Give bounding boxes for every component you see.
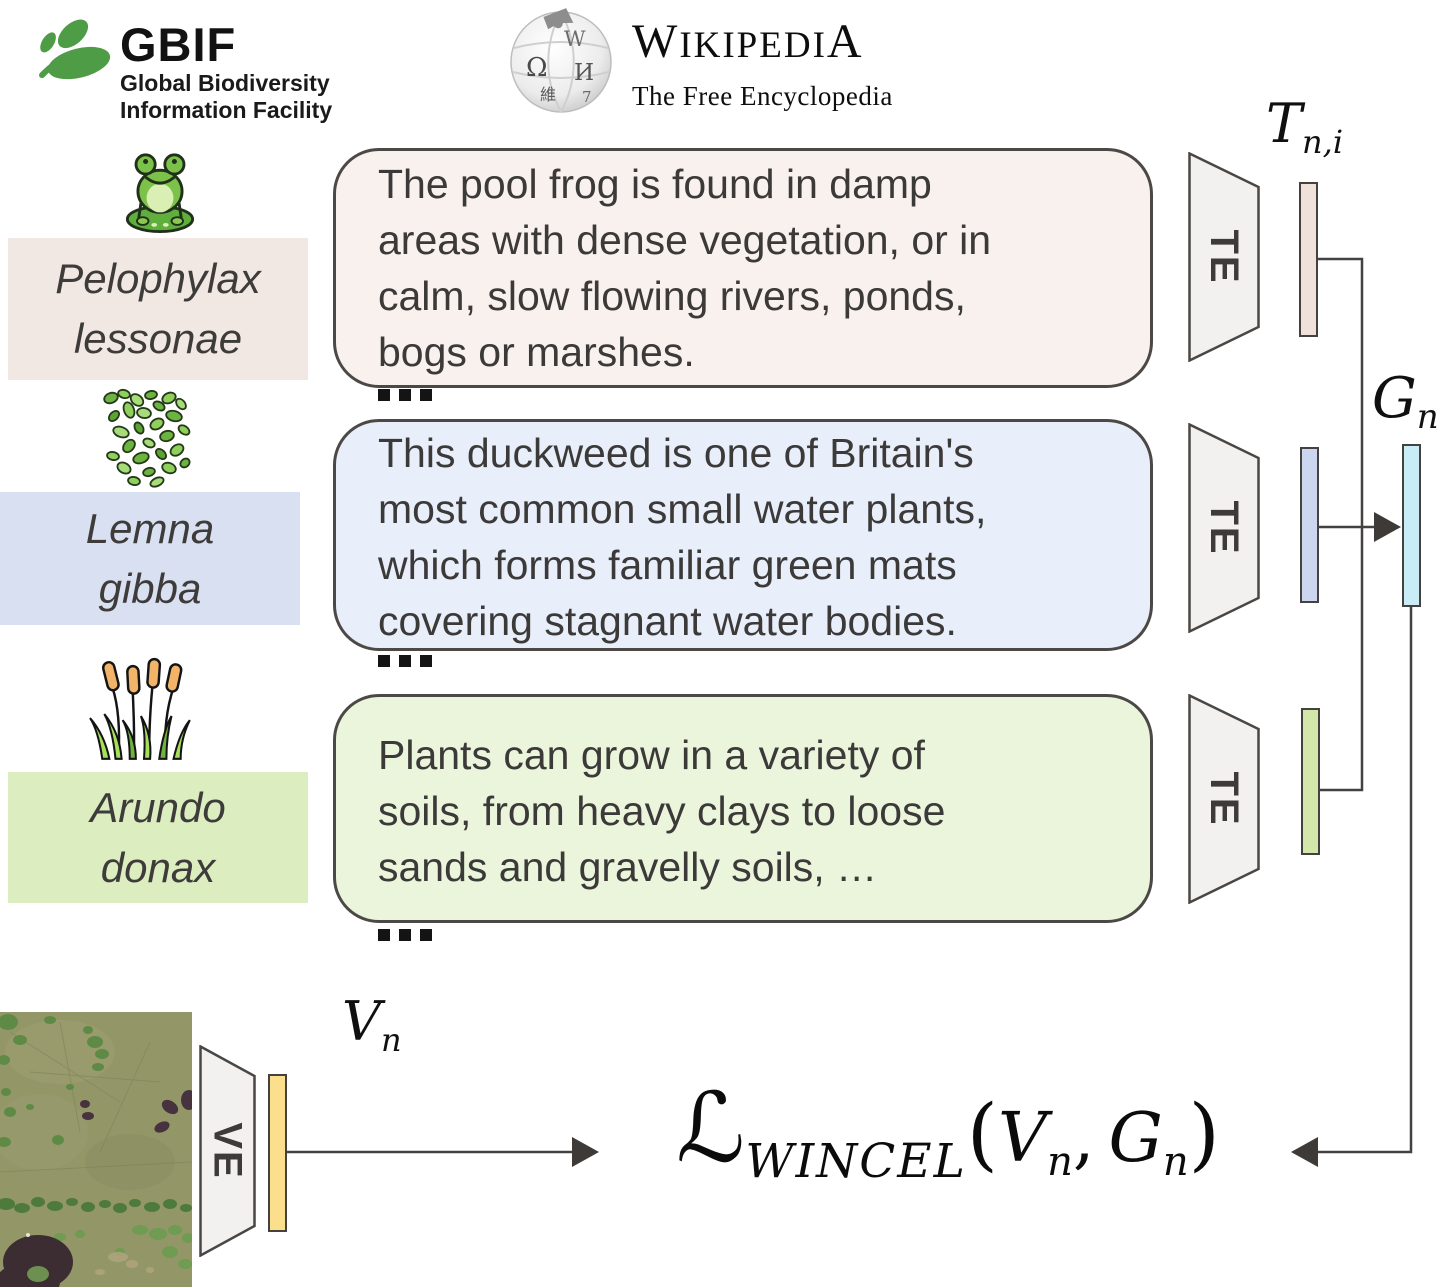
species-name-line: Arundo bbox=[90, 783, 226, 831]
description-line: sands and gravelly soils, … bbox=[378, 844, 878, 890]
ellipsis-dots bbox=[378, 389, 432, 401]
text-encoder-label: TE bbox=[1202, 500, 1247, 556]
gbif-subtitle-line2: Information Facility bbox=[120, 97, 333, 123]
reeds-icon bbox=[89, 657, 191, 760]
frog-icon bbox=[125, 153, 195, 234]
description-bubble-plants: Plants can grow in a variety of soils, f… bbox=[333, 694, 1153, 923]
gbif-wordmark: GBIF bbox=[120, 18, 237, 71]
text-embedding-label: Tn,i bbox=[1266, 92, 1344, 161]
wikipedia-logo: Ω W И 維 7 WIKIPEDIA The Free Encyclopedi… bbox=[506, 6, 893, 116]
svg-text:7: 7 bbox=[582, 88, 592, 106]
text-encoder-3: TE bbox=[1188, 693, 1260, 905]
description-line: areas with dense vegetation, or in bbox=[378, 217, 992, 263]
wikipedia-subtitle: The Free Encyclopedia bbox=[632, 81, 893, 111]
species-label-arundo-donax: Arundo donax bbox=[8, 772, 308, 903]
vision-embedding-bar bbox=[268, 1074, 287, 1232]
text-encoder-1: TE bbox=[1188, 151, 1260, 363]
gbif-logo: GBIF Global Biodiversity Information Fac… bbox=[28, 8, 332, 124]
description-line: bogs or marshes. bbox=[378, 329, 695, 375]
arrow-into-group-embedding bbox=[1374, 512, 1401, 542]
species-name-line: lessonae bbox=[73, 315, 243, 362]
wikipedia-wordmark: WIKIPEDIA bbox=[632, 15, 864, 68]
satellite-image bbox=[0, 1012, 192, 1287]
svg-text:Ω: Ω bbox=[526, 53, 548, 83]
wikipedia-globe-icon: Ω W И 維 7 bbox=[510, 8, 612, 113]
description-line: calm, slow flowing rivers, ponds, bbox=[378, 273, 966, 319]
gbif-subtitle-line1: Global Biodiversity bbox=[120, 70, 330, 96]
svg-text:И: И bbox=[574, 60, 594, 86]
loss-script-l: ℒ bbox=[676, 1072, 746, 1184]
text-encoder-2: TE bbox=[1188, 422, 1260, 634]
text-encoder-label: TE bbox=[1202, 229, 1247, 285]
svg-text:W: W bbox=[564, 27, 586, 51]
ellipsis-dots bbox=[378, 655, 432, 667]
description-line: covering stagnant water bodies. bbox=[378, 598, 957, 644]
description-line: soils, from heavy clays to loose bbox=[378, 788, 946, 834]
ellipsis-dots bbox=[378, 929, 432, 941]
group-embedding-bar bbox=[1402, 444, 1421, 607]
species-name-line: Pelophylax bbox=[55, 255, 261, 302]
description-bubble-pool-frog: The pool frog is found in damp areas wit… bbox=[333, 148, 1153, 388]
description-bubble-duckweed: This duckweed is one of Britain's most c… bbox=[333, 419, 1153, 651]
text-embedding-bar-3 bbox=[1301, 708, 1320, 855]
description-line: most common small water plants, bbox=[378, 486, 987, 532]
description-line: The pool frog is found in damp bbox=[378, 161, 932, 207]
species-label-lemna-gibba: Lemna gibba bbox=[0, 492, 300, 625]
species-name-line: donax bbox=[100, 843, 216, 891]
species-label-pelophylax-lessonae: Pelophylax lessonae bbox=[8, 238, 308, 380]
description-line: which forms familiar green mats bbox=[378, 542, 957, 588]
description-line: Plants can grow in a variety of bbox=[378, 732, 925, 778]
svg-text:維: 維 bbox=[540, 85, 556, 104]
text-embedding-bar-2 bbox=[1300, 447, 1319, 603]
text-encoder-label: TE bbox=[1202, 771, 1247, 827]
species-name-line: Lemna bbox=[85, 504, 215, 552]
duckweed-icon bbox=[103, 388, 191, 488]
description-line: This duckweed is one of Britain's bbox=[378, 430, 974, 476]
group-embedding-label: Gn bbox=[1372, 366, 1439, 437]
gbif-leaf-icon bbox=[39, 19, 111, 80]
vision-encoder: VE bbox=[199, 1044, 256, 1258]
text-embedding-bar-1 bbox=[1299, 182, 1318, 337]
loss-subscript: WINCEL bbox=[745, 1134, 967, 1189]
vision-embedding-label: Vn bbox=[342, 990, 402, 1059]
species-name-line: gibba bbox=[98, 564, 202, 612]
